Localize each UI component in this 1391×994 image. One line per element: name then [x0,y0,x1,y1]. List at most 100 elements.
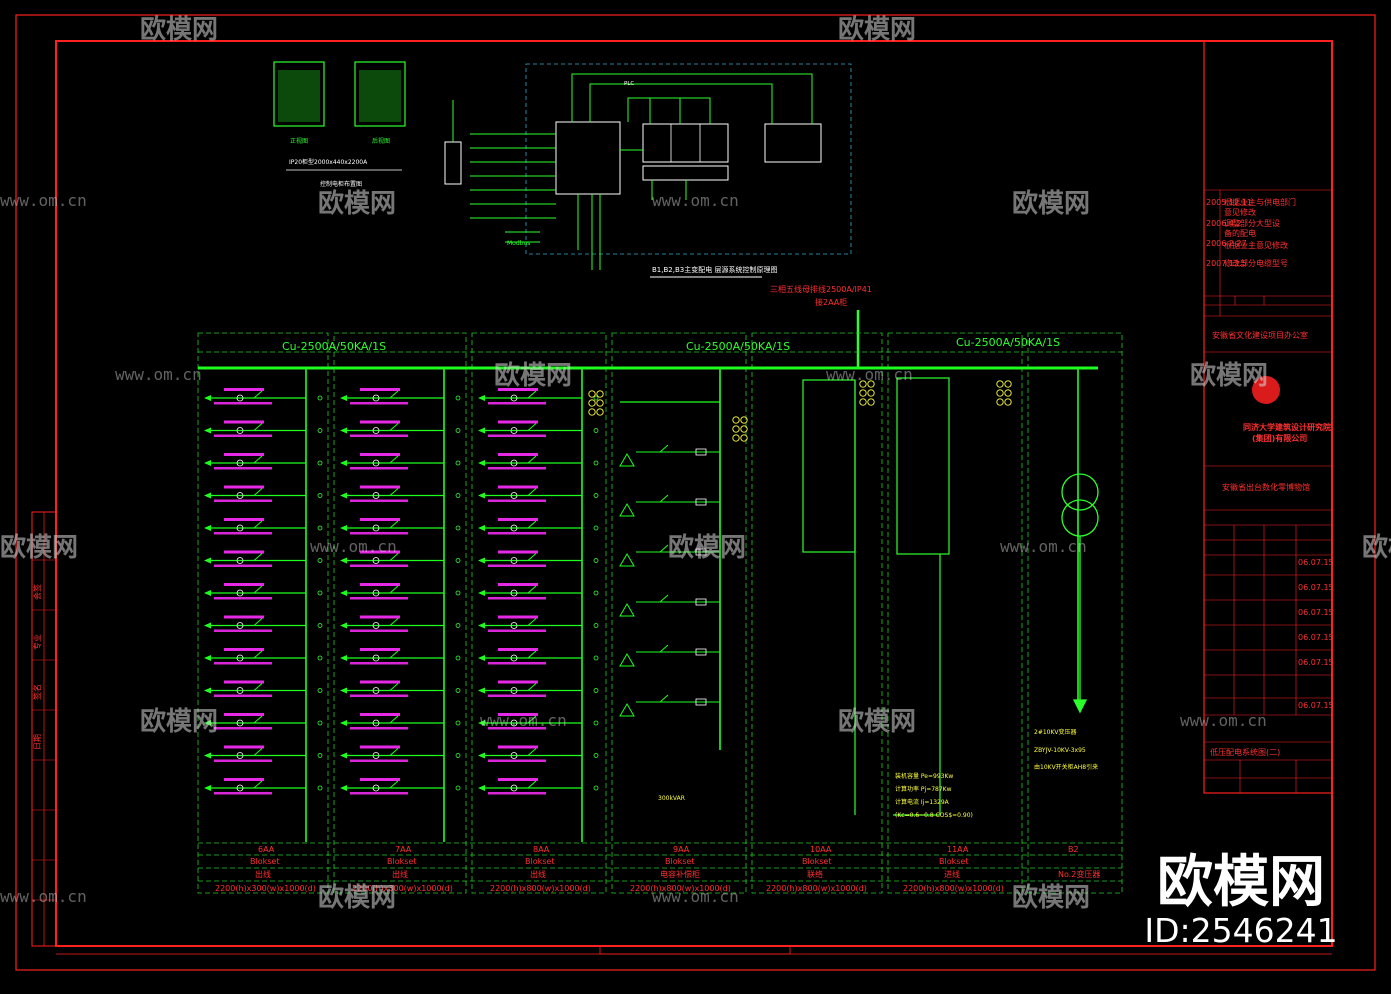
feeder-tag [360,583,400,586]
terminal-icon [317,623,323,628]
panel-label-back: 后视图 [372,137,390,145]
cab-id-3: 9AA [673,845,690,854]
terminal-icon [455,753,461,758]
terminal-icon [317,655,323,661]
terminal-icon [455,623,461,628]
feeder-tag [360,550,400,554]
feeder-tag [498,648,538,651]
breaker-icon [253,650,263,659]
arrow-icon [204,687,211,694]
breaker-icon [253,683,263,691]
feeder-tag [498,388,538,391]
breaker-icon [389,423,399,431]
capacitor-icon [619,453,635,467]
feeder-cable-tag [350,402,408,405]
ct-icon [372,459,380,467]
watermark-brand-11: 欧模网 [838,706,916,737]
sign-date-1: 06.07.15 [1298,583,1334,592]
cab-use-6: No.2变压器 [1058,869,1100,879]
cab-dims-4: 2200(h)x800(w)x1000(d) [766,884,867,893]
feeder-cable-tag [488,727,546,730]
feeder-tag [224,745,264,749]
feeder-cable-tag [214,597,272,600]
feeder-tag [498,420,538,424]
feeder-cable-tag [488,629,546,632]
instrument-icon [996,398,1004,406]
ct-icon [236,622,244,629]
feeder-cable-tag [350,759,408,762]
breaker-icon [527,715,537,724]
feeder-tag [224,680,264,684]
brand-watermark: 欧模网 ID:2546241 [1141,853,1341,949]
watermark-domain-4: www.om.cn [826,365,913,384]
terminal-icon [317,395,323,401]
ct-icon [236,427,244,434]
top-section-title: B1,B2,B3主变配电 层源系统控制原理图 [652,265,777,274]
cab-type-0: Blokset [250,857,279,866]
watermark-brand-3: 欧模网 [318,188,396,219]
cab-id-4: 10AA [810,845,832,854]
ct-icon [372,394,380,402]
cable-note: 由10KV开关柜AH8引来 [1034,763,1098,771]
terminal-icon [317,785,323,791]
project-name-2: 安徽省出台数化零博物馆 [1222,482,1310,492]
capacitor-bank: 300kVAR [658,795,685,802]
terminal-icon [593,525,599,531]
feeder-tag [498,453,538,456]
arrow-icon [478,460,485,466]
project-name: 安徽省文化建设项目办公室 [1212,330,1308,340]
feeder-cable-tag [488,694,546,697]
ct-icon [510,784,518,792]
watermark-layer: 欧模网 欧模网 欧模网 欧模网 欧模网 欧模网 欧模网 欧模网 欧模网 欧模网 … [0,14,1391,913]
modbus-label: Modbus [507,240,530,247]
feeder-tag [224,713,264,716]
contactor-icon [659,544,669,553]
breaker-icon [527,683,537,691]
ct-icon [510,687,518,694]
feed-note-2: 接2AA柜 [815,297,847,307]
instrument-icon [588,408,596,416]
arrow-icon [478,590,485,596]
inner-frame [55,40,1333,947]
ct-icon [510,394,518,402]
sign-date-0: 06.07.15 [1298,558,1334,567]
feeder-cable-tag [350,434,408,437]
ct-icon [510,492,518,499]
arrow-icon [478,785,485,791]
instrument-icon [859,398,867,406]
cab-use-3: 电容补偿柜 [660,869,700,879]
terminal-icon [455,590,461,596]
terminal-icon [317,460,323,466]
feeder-tag [360,745,400,749]
feeder-tag [360,778,400,781]
instrument-icon [1004,380,1012,388]
breaker-icon [527,748,537,756]
feeder-tag [498,713,538,716]
ct-icon [236,589,244,597]
breaker-icon [389,585,399,594]
breaker-icon [253,618,263,626]
feeder-tag [360,615,400,619]
terminal-icon [593,493,599,498]
feeder-cable-tag [214,532,272,535]
watermark-domain-5: www.om.cn [310,537,397,556]
breaker-icon [389,488,399,496]
feeder-cable-tag [214,402,272,405]
feeder-tag [498,680,538,684]
ct-icon [510,459,518,467]
cab-dims-3: 2200(h)x800(w)x1000(d) [630,884,731,893]
feeder-cable-tag [350,499,408,502]
terminal-icon [593,720,599,726]
tie-and-incoming [802,377,950,816]
breaker-icon [253,553,263,561]
ct-icon [510,427,518,434]
title-block: 2005.12.11 2006.4.2 2006.2.27 2007.12.5 … [1203,40,1334,794]
busbar-label-3: Cu-2500A/50KA/1S [956,336,1060,349]
cab-type-3: Blokset [665,857,694,866]
terminal-icon [593,558,599,563]
arrow-icon [478,427,485,434]
feeder-cable-tag [488,402,546,405]
ct-icon [510,654,518,662]
control-principle-diagram: Modbus PLC B1,B2,B3主变配电 层源系统控制原理图 [444,63,852,278]
breaker-icon [527,390,537,399]
